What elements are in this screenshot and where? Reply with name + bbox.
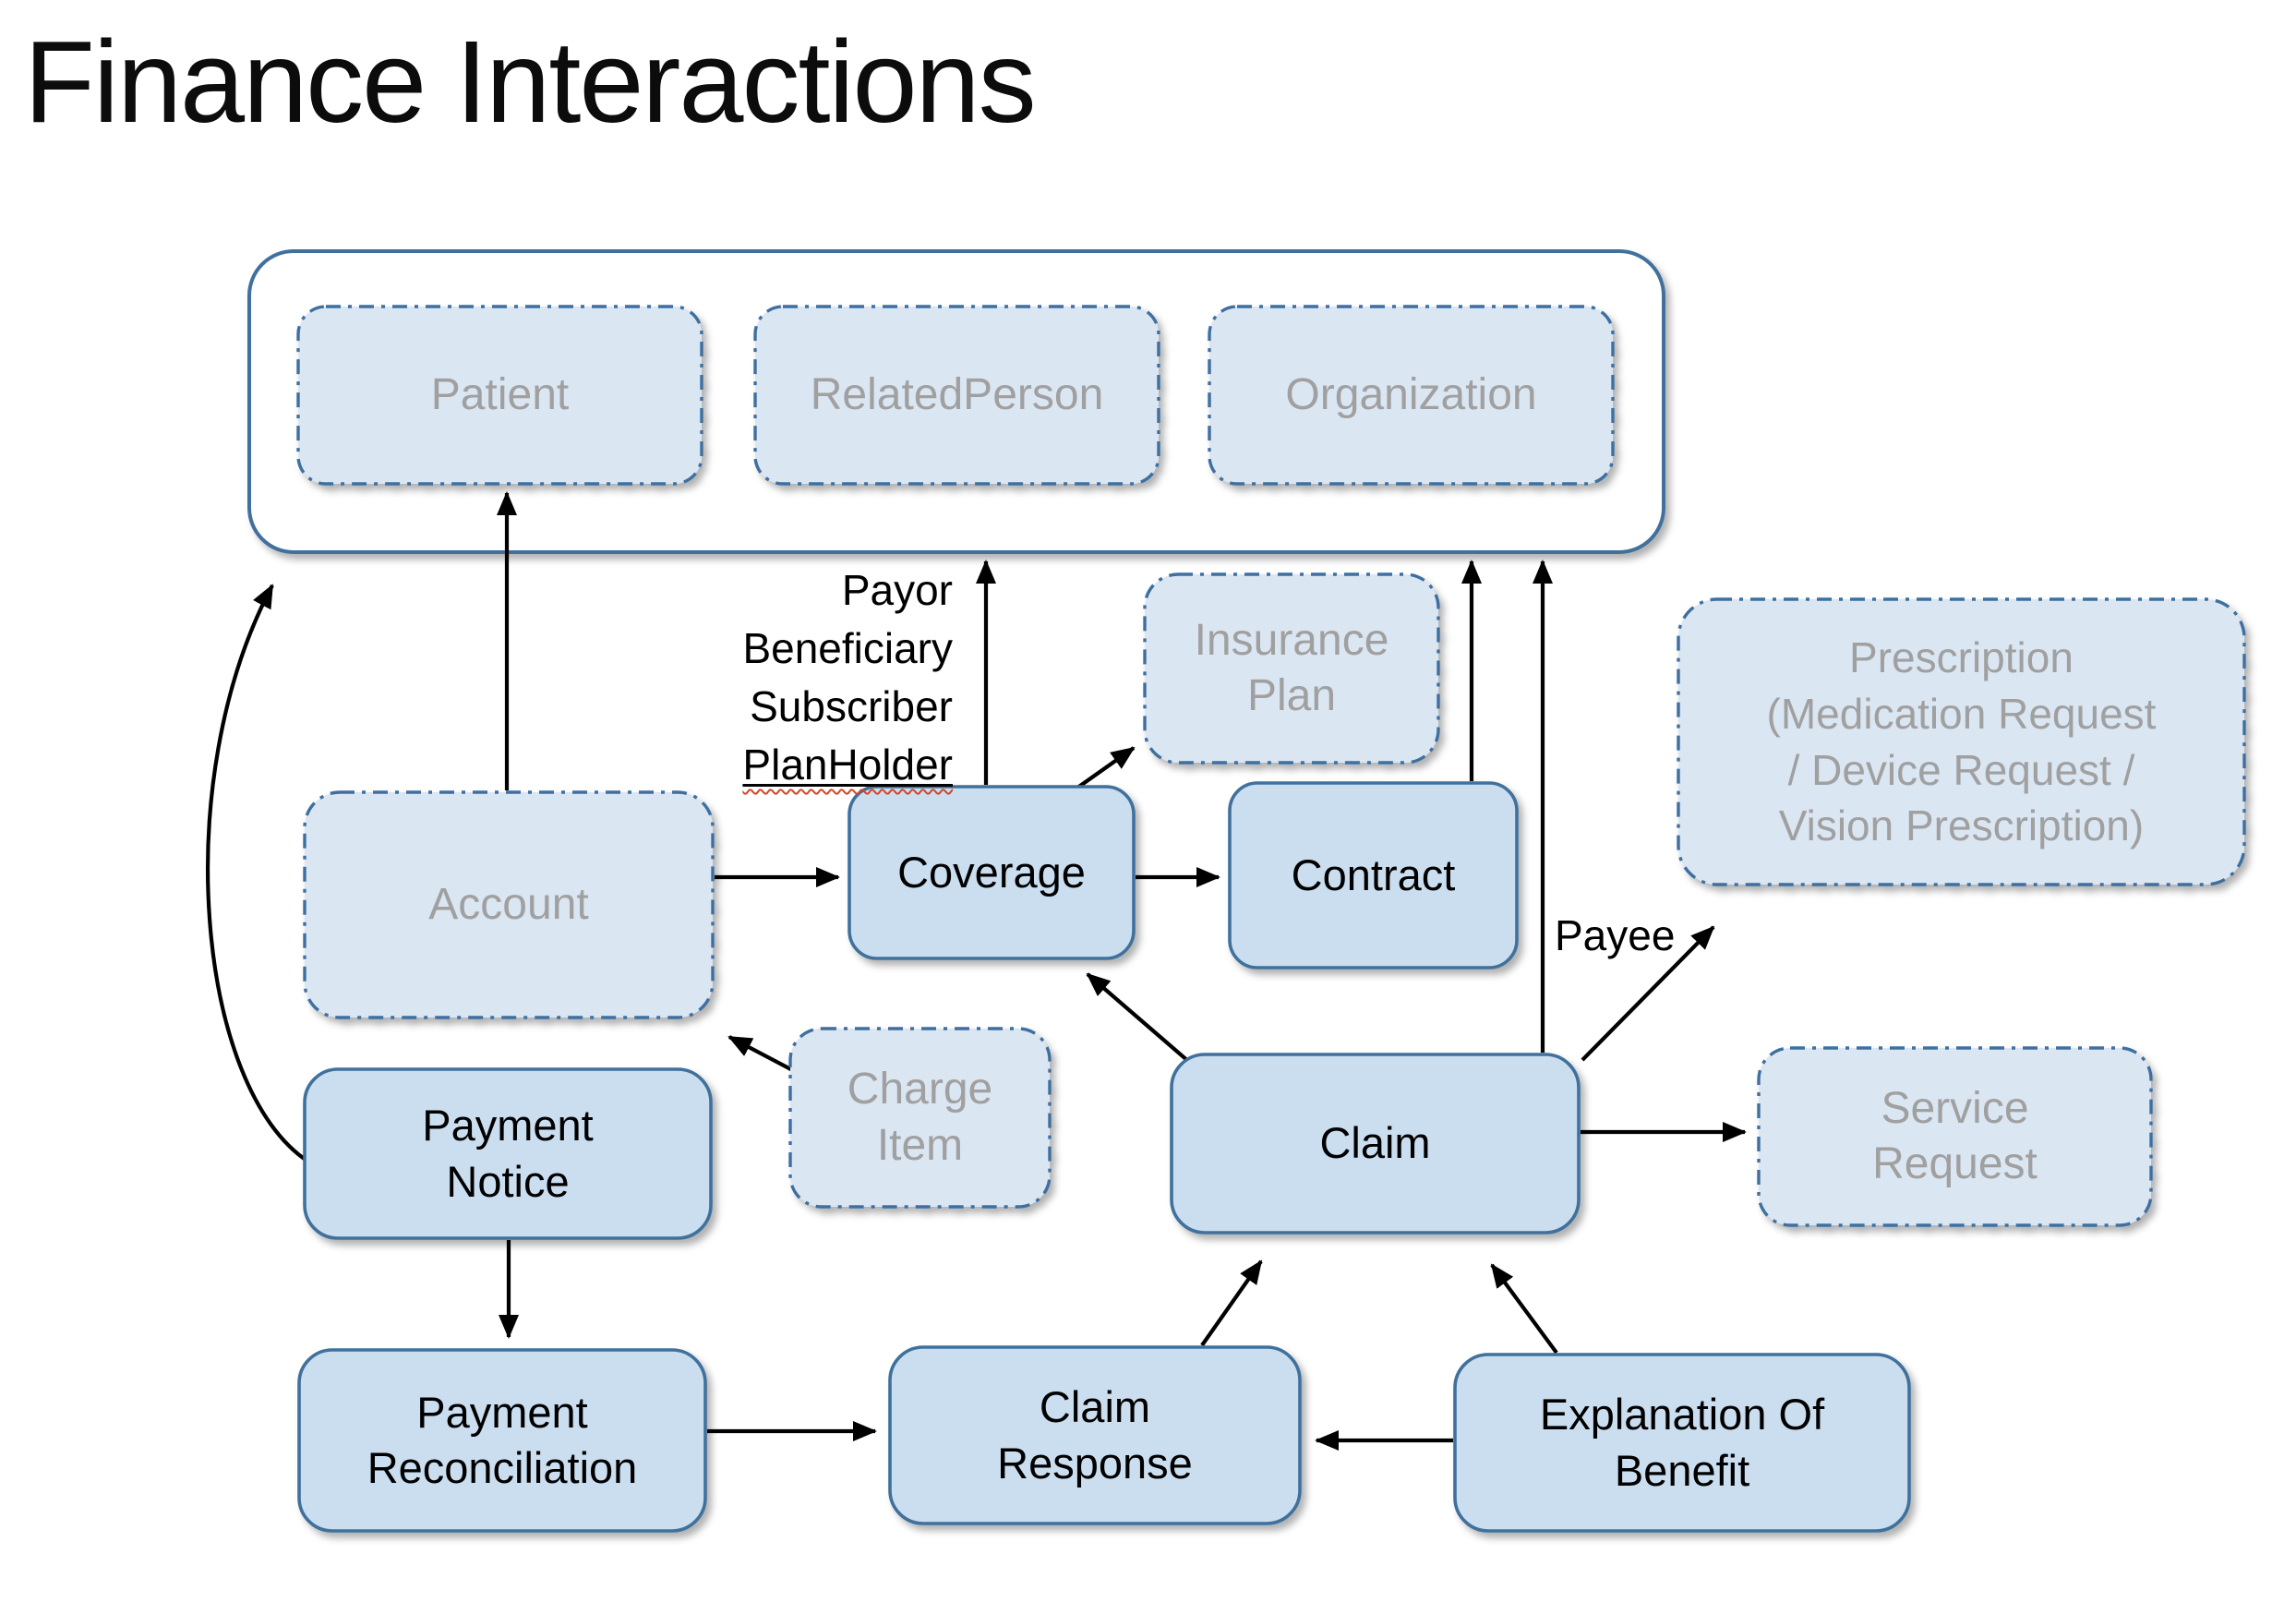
edge-coverage-to-insurance-plan xyxy=(1072,746,1136,792)
claim-response-node xyxy=(888,1345,1302,1525)
edge-claim-to-prescription xyxy=(1581,925,1715,1062)
edge-claim-response-to-claim xyxy=(1200,1259,1263,1347)
coverage-node xyxy=(847,785,1136,960)
edge-payment-notice-to-parties xyxy=(206,584,310,1163)
role-subscriber: Subscriber xyxy=(750,682,953,730)
contract-node xyxy=(1228,781,1519,970)
organization-node xyxy=(1208,305,1615,486)
edge-claim-to-coverage xyxy=(1086,972,1191,1064)
page-title: Finance Interactions xyxy=(24,17,1037,147)
service-request-node xyxy=(1757,1046,2153,1227)
insurance-plan-node xyxy=(1143,572,1440,765)
prescription-node xyxy=(1677,597,2246,886)
charge-item-node xyxy=(788,1027,1052,1209)
payment-reconciliation-node xyxy=(297,1348,707,1533)
role-payor: Payor xyxy=(841,566,953,614)
related-person-node xyxy=(753,305,1160,486)
payment-notice-node xyxy=(303,1067,713,1240)
edge-charge-item-to-account xyxy=(727,1035,802,1077)
edge-eob-to-claim xyxy=(1490,1263,1558,1355)
claim-node xyxy=(1170,1053,1581,1235)
explanation-of-benefit-node xyxy=(1453,1353,1911,1533)
role-beneficiary: Beneficiary xyxy=(742,624,953,672)
payee-annotation: Payee xyxy=(1555,911,1676,959)
patient-node xyxy=(296,305,703,486)
account-node xyxy=(303,790,715,1019)
role-planholder: PlanHolder xyxy=(742,741,953,789)
coverage-reference-roles: Payor Beneficiary Subscriber PlanHolder xyxy=(519,561,953,794)
